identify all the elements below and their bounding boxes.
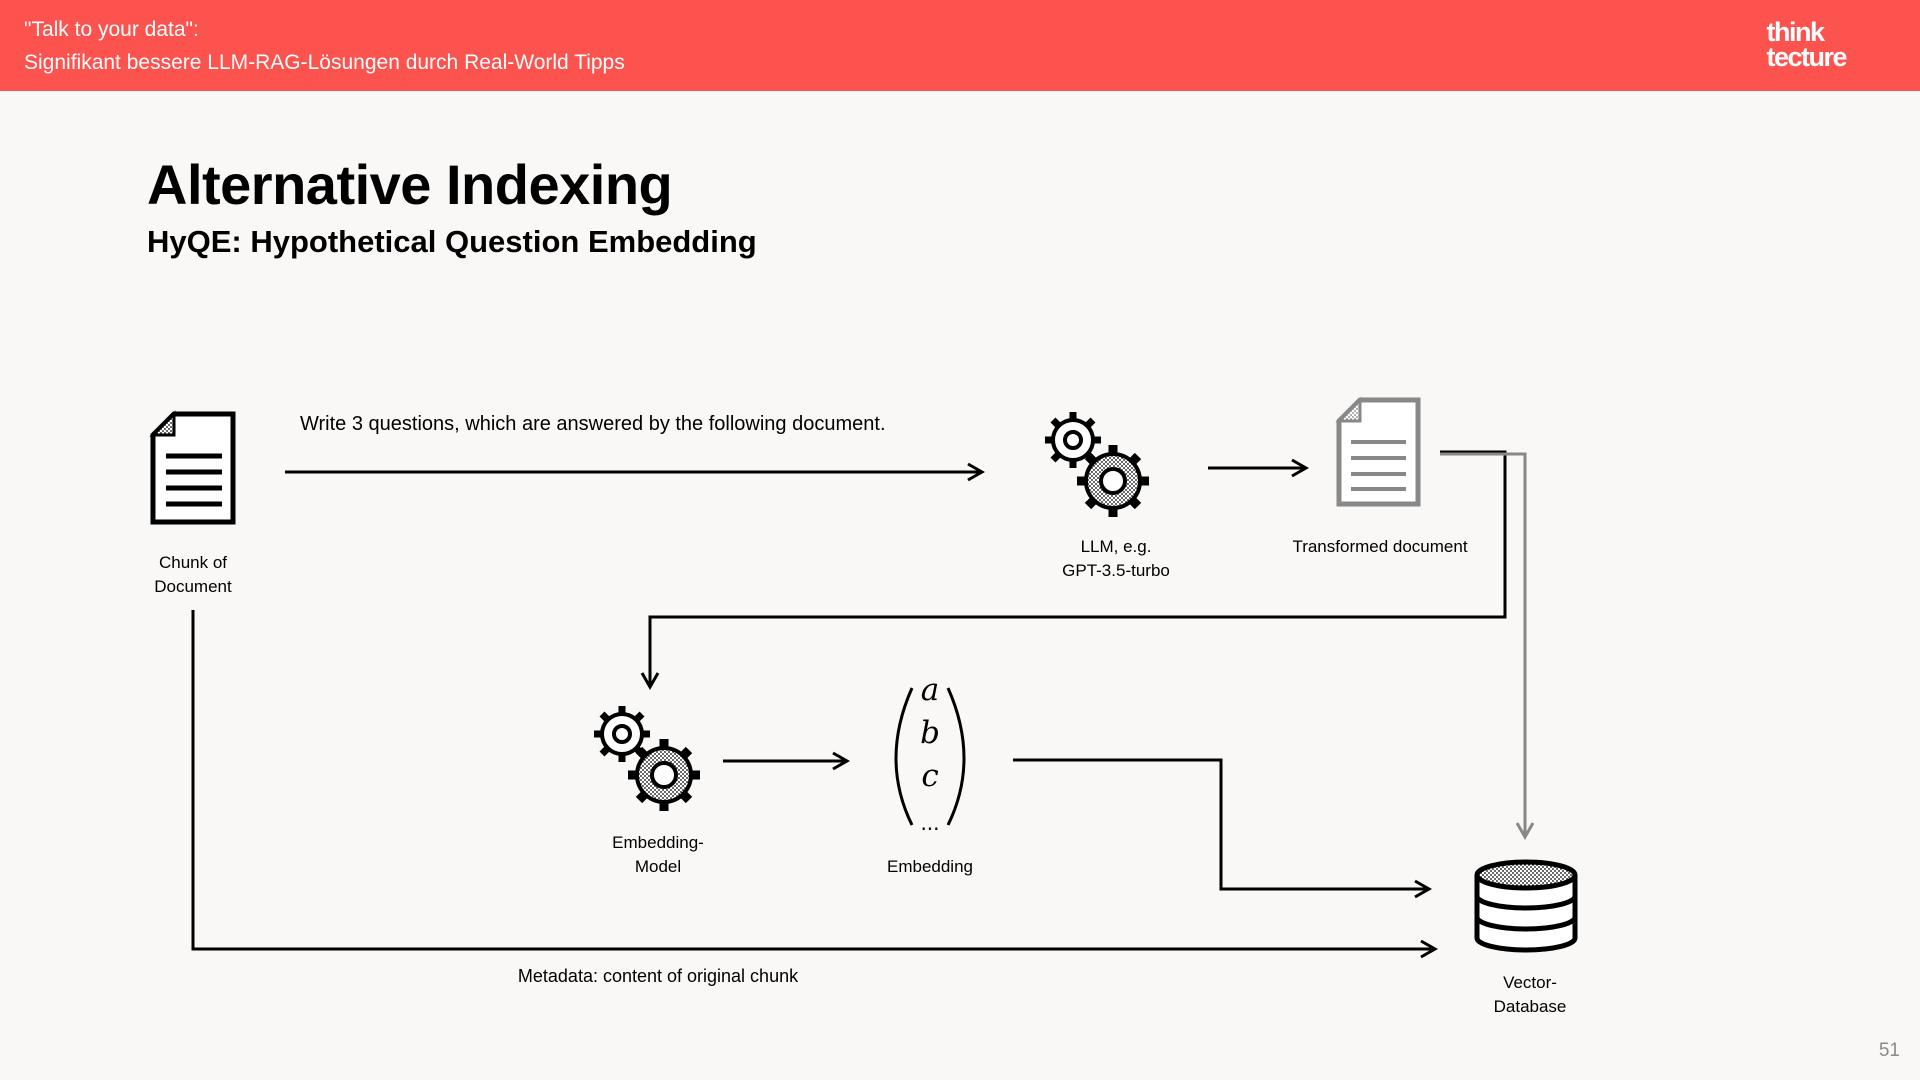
connectors xyxy=(191,450,1507,959)
embedding-model-label-line-2: Model xyxy=(634,857,682,876)
arrowhead-transformed-to-database xyxy=(1515,822,1535,841)
vector-db-label-line-2: Database xyxy=(1493,997,1567,1016)
vector-db-label: Vector- Database xyxy=(1460,971,1600,1019)
arrowhead-transformed-to-embedding-model xyxy=(640,672,660,691)
transformed-document-icon xyxy=(1335,396,1421,507)
llm-gears-icon xyxy=(1045,412,1149,517)
embedding-value-c: c xyxy=(921,758,938,794)
logo-line-1: think xyxy=(1766,17,1824,47)
connector-transformed-to-database xyxy=(1440,452,1535,841)
arrowhead-metadata-to-database xyxy=(1420,939,1439,959)
embedding-value-a: a xyxy=(921,672,939,708)
llm-label-line-1: LLM, e.g. xyxy=(1080,537,1152,556)
chunk-label: Chunk of Document xyxy=(128,551,258,599)
database-icon xyxy=(1474,859,1578,953)
embedding-label: Embedding xyxy=(886,857,973,876)
chunk-label-line-1: Chunk of xyxy=(158,553,228,572)
metadata-label: Metadata: content of original chunk xyxy=(517,966,799,986)
header-bar: "Talk to your data": Signifikant bessere… xyxy=(0,0,1920,91)
arrowhead-embedding-to-database xyxy=(1414,879,1433,899)
vector-db-label-line-1: Vector- xyxy=(1503,973,1557,992)
header-line-2: Signifikant bessere LLM-RAG-Lösungen dur… xyxy=(24,51,625,74)
thinktecture-logo: think tecture xyxy=(1766,17,1847,72)
logo-line-2: tecture xyxy=(1766,42,1847,72)
llm-label: LLM, e.g. GPT-3.5-turbo xyxy=(1036,535,1196,583)
arrow-embedding-to-database xyxy=(1013,758,1428,891)
arrow-transformed-to-embedding-model xyxy=(648,450,1507,686)
arrowhead-model-to-embedding xyxy=(832,751,851,771)
embedding-model-label: Embedding- Model xyxy=(588,831,728,879)
arrow-transformed-to-database xyxy=(1440,452,1527,836)
page-number: 51 xyxy=(1878,1040,1900,1061)
slide-title: Alternative Indexing xyxy=(147,153,673,216)
transformed-label: Transformed document xyxy=(1292,537,1468,556)
chunk-label-line-2: Document xyxy=(154,577,232,596)
embedding-model-label-line-1: Embedding- xyxy=(612,833,704,852)
header-line-1: "Talk to your data": xyxy=(24,18,199,41)
prompt-text: Write 3 questions, which are answered by… xyxy=(300,413,886,435)
chunk-document-icon xyxy=(149,410,236,525)
llm-label-line-2: GPT-3.5-turbo xyxy=(1062,561,1170,580)
embedding-vector-icon: a b c ... xyxy=(894,672,966,835)
embedding-model-gears-icon xyxy=(594,706,700,811)
slide-subtitle: HyQE: Hypothetical Question Embedding xyxy=(147,224,757,259)
embedding-value-ellipsis: ... xyxy=(920,811,939,835)
arrowhead-chunk-to-llm xyxy=(967,462,986,482)
arrow-metadata-to-database xyxy=(191,610,1434,951)
arrowhead-llm-to-transformed xyxy=(1291,458,1310,478)
embedding-value-b: b xyxy=(920,715,940,751)
